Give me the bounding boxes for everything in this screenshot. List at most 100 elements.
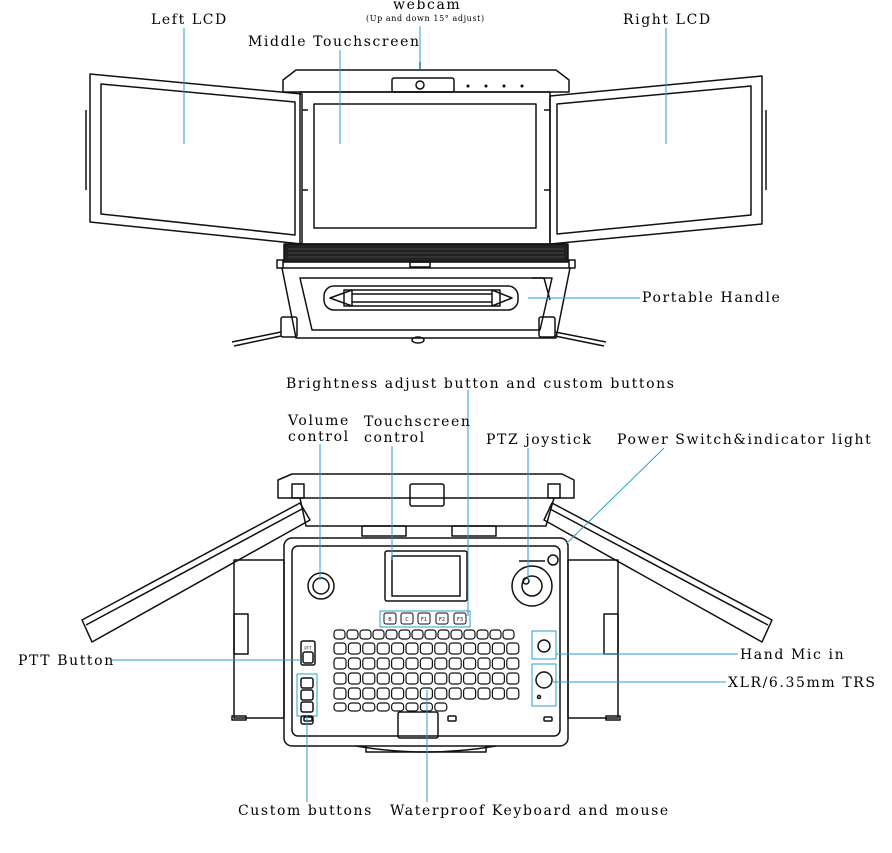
keyboard-key — [477, 642, 491, 655]
button-b2-label: C — [405, 617, 409, 623]
keyboard-key — [391, 657, 405, 670]
keyboard-key — [463, 672, 477, 685]
keyboard-key — [333, 702, 347, 712]
middle-touchscreen — [299, 91, 551, 245]
keyboard-key — [376, 702, 390, 712]
portable-handle — [323, 285, 519, 311]
keyboard-body — [283, 537, 569, 747]
keyboard-key — [347, 642, 361, 655]
label-volume-1: Volume — [288, 413, 350, 429]
label-touch-1: Touchscreen — [364, 414, 472, 430]
keyboard-key — [491, 642, 505, 655]
keyboard-key — [347, 657, 361, 670]
keyboard-key — [424, 629, 437, 640]
label-webcam-note: (Up and down 15° adjust) — [366, 14, 485, 23]
ptt-button — [300, 640, 316, 666]
keyboard-key — [346, 629, 359, 640]
label-middle-touchscreen: Middle Touchscreen — [248, 34, 421, 50]
keyboard-key — [333, 642, 347, 655]
hand-mic-port — [537, 639, 551, 653]
keyboard-key — [362, 642, 376, 655]
keyboard-key — [405, 657, 419, 670]
keyboard-key — [411, 629, 424, 640]
webcam-module — [391, 77, 455, 93]
keyboard-key — [362, 657, 376, 670]
keyboard-key — [419, 642, 433, 655]
keyboard-key — [376, 657, 390, 670]
keyboard-key — [398, 629, 411, 640]
label-volume-2: control — [288, 429, 350, 445]
ptt-button-label: PTT — [304, 646, 312, 651]
keyboard-key — [491, 657, 505, 670]
keyboard-key — [333, 672, 347, 685]
keyboard-key — [450, 629, 463, 640]
keyboard-key — [434, 702, 448, 712]
keyboard-key — [491, 687, 505, 700]
keyboard-key — [434, 687, 448, 700]
label-touch-2: control — [364, 430, 426, 446]
keyboard-key — [362, 687, 376, 700]
label-keyboard: Waterproof Keyboard and mouse — [390, 803, 670, 819]
keyboard-key — [347, 672, 361, 685]
label-ptz: PTZ joystick — [486, 432, 593, 448]
keyboard-key — [506, 672, 520, 685]
keyboard-key — [391, 642, 405, 655]
leader-lines — [112, 26, 738, 802]
keyboard-key — [376, 687, 390, 700]
xlr-port — [535, 671, 553, 689]
keyboard-key — [437, 629, 450, 640]
volume-knob — [307, 572, 335, 600]
keyboard-key — [419, 657, 433, 670]
ptz-joystick — [511, 565, 553, 607]
keyboard-key — [419, 687, 433, 700]
keyboard-key — [463, 629, 476, 640]
keyboard-key — [506, 642, 520, 655]
top-view-device — [85, 62, 767, 347]
label-ptt: PTT Button — [18, 653, 115, 669]
keyboard-key — [463, 687, 477, 700]
left-wing-screen — [81, 502, 311, 643]
label-left-lcd: Left LCD — [151, 12, 228, 28]
button-b1-label: B — [388, 617, 392, 623]
keyboard-key — [448, 687, 462, 700]
keyboard-key — [405, 687, 419, 700]
label-webcam: webcam — [393, 0, 462, 13]
keyboard-key — [489, 629, 502, 640]
keyboard-key — [372, 629, 385, 640]
keyboard-keys — [333, 629, 520, 712]
label-power: Power Switch&indicator light — [617, 432, 873, 448]
keyboard-key — [362, 672, 376, 685]
keyboard-key — [463, 657, 477, 670]
keyboard-key — [448, 672, 462, 685]
touchscreen-control — [384, 550, 468, 602]
keyboard-key — [476, 629, 489, 640]
label-xlr: XLR/6.35mm TRS — [728, 675, 877, 691]
keyboard-key — [434, 642, 448, 655]
keyboard-key — [502, 629, 515, 640]
label-right-lcd: Right LCD — [623, 12, 712, 28]
keyboard-key — [463, 642, 477, 655]
keyboard-key — [347, 687, 361, 700]
label-brightness: Brightness adjust button and custom butt… — [286, 376, 676, 392]
keyboard-key — [506, 657, 520, 670]
button-f1-label: F1 — [421, 617, 427, 623]
keyboard-key — [506, 687, 520, 700]
keyboard-key — [376, 672, 390, 685]
keyboard-key — [419, 672, 433, 685]
button-f3-label: F3 — [457, 617, 463, 623]
keyboard-key — [359, 629, 372, 640]
keyboard-key — [477, 657, 491, 670]
keyboard-key — [391, 672, 405, 685]
label-hand-mic: Hand Mic in — [740, 647, 846, 663]
keyboard-key — [491, 672, 505, 685]
keyboard-key — [434, 672, 448, 685]
keyboard-key — [477, 687, 491, 700]
button-f2-label: F2 — [439, 617, 445, 623]
keyboard-key — [405, 672, 419, 685]
touchpad — [397, 711, 439, 739]
keyboard-key — [448, 642, 462, 655]
label-custom-buttons: Custom buttons — [238, 803, 373, 819]
keyboard-key — [419, 702, 433, 712]
brightness-buttons — [383, 612, 467, 625]
